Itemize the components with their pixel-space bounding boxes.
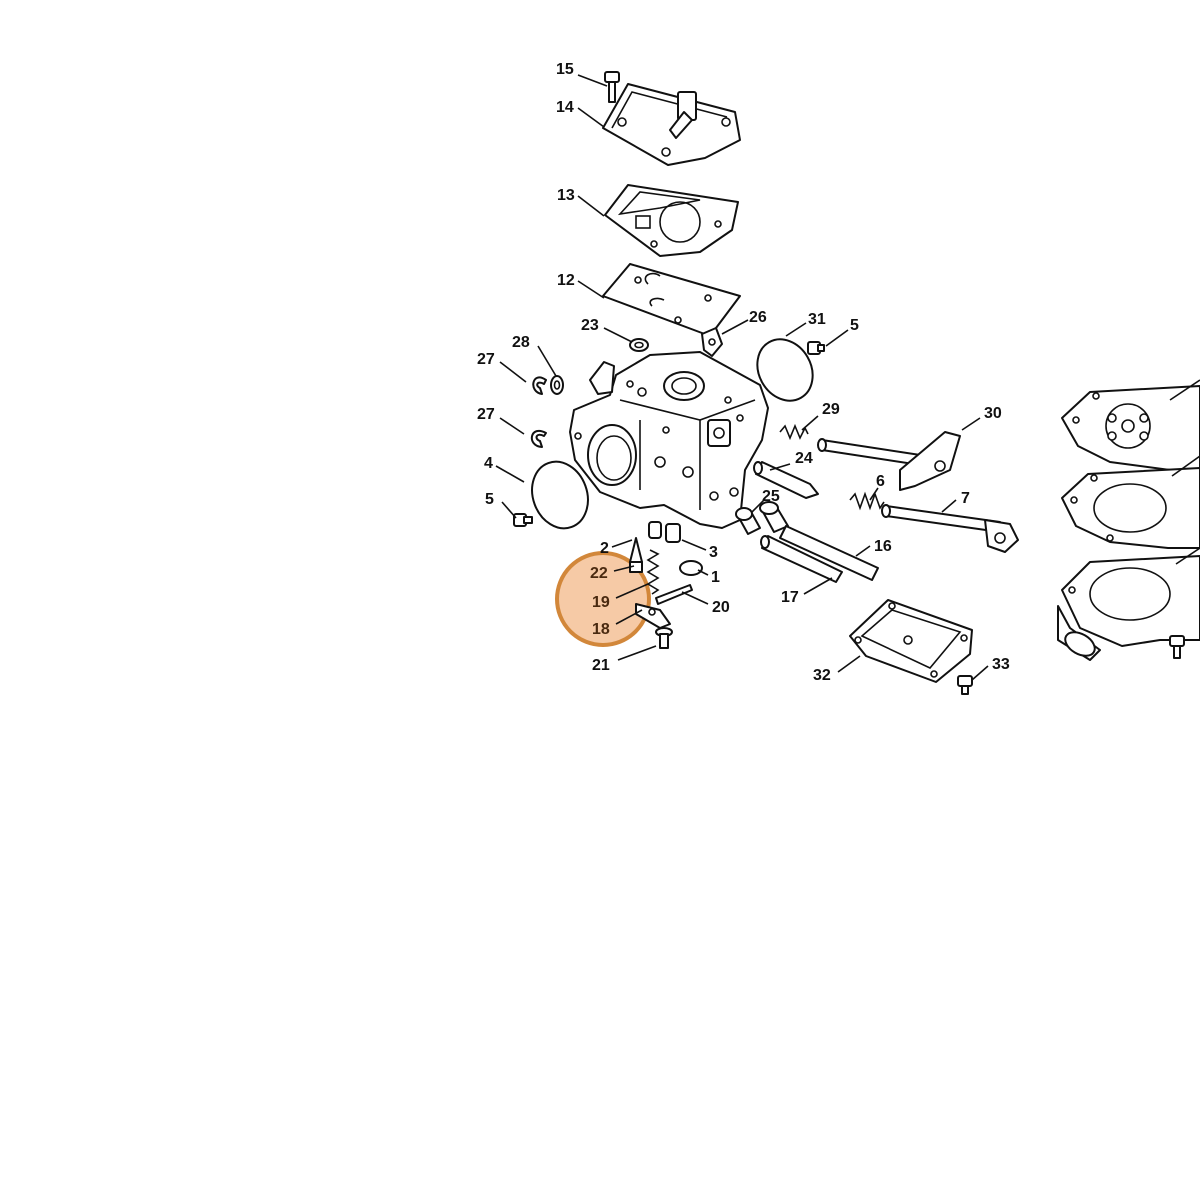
label-17: 17 (781, 589, 799, 606)
part-21-screw[interactable] (655, 627, 673, 649)
part-17-pin[interactable] (760, 535, 843, 583)
part-5-screw-top[interactable] (807, 341, 825, 355)
part-1-disc[interactable] (679, 560, 703, 576)
part-28-washer[interactable] (550, 375, 564, 395)
part-2-plug[interactable] (648, 521, 662, 539)
label-25: 25 (762, 488, 780, 505)
label-26: 26 (749, 309, 767, 326)
part-30-shaft-lever[interactable] (817, 431, 961, 491)
part-5-screw-left[interactable] (513, 513, 533, 527)
label-30: 30 (984, 405, 1002, 422)
label-14: 14 (556, 99, 574, 116)
label-33: 33 (992, 656, 1010, 673)
part-19-spring[interactable] (646, 549, 660, 595)
part-20-pin[interactable] (655, 584, 693, 605)
label-19[interactable]: 19 (592, 594, 610, 611)
leader-lines (495, 74, 1200, 681)
label-18[interactable]: 18 (592, 621, 610, 638)
part-14-pump-cover[interactable] (602, 83, 741, 166)
label-21: 21 (592, 657, 610, 674)
right-gasket-middle[interactable] (1061, 467, 1200, 549)
part-25-sleeves[interactable] (735, 501, 789, 535)
right-screw[interactable] (1169, 635, 1185, 659)
label-2: 2 (600, 540, 609, 557)
label-5-left: 5 (485, 491, 494, 508)
label-13: 13 (557, 187, 575, 204)
label-22[interactable]: 22 (590, 565, 608, 582)
label-27-bottom: 27 (477, 406, 495, 423)
label-12: 12 (557, 272, 575, 289)
label-4: 4 (484, 455, 493, 472)
part-31-disc[interactable] (746, 329, 823, 410)
part-33-screw[interactable] (957, 675, 973, 695)
label-16: 16 (874, 538, 892, 555)
label-32: 32 (813, 667, 831, 684)
label-24: 24 (795, 450, 813, 467)
label-3: 3 (709, 544, 718, 561)
part-4-throttle-disc[interactable] (523, 454, 597, 536)
part-6-spring[interactable] (849, 491, 885, 511)
part-15-screw[interactable] (604, 71, 620, 103)
part-3-plug[interactable] (665, 523, 681, 543)
part-32-cover[interactable] (849, 599, 973, 683)
carburetor-body[interactable] (569, 351, 769, 529)
right-housing[interactable] (1057, 555, 1200, 661)
part-12-diaphragm[interactable] (602, 263, 741, 337)
label-5-top: 5 (850, 317, 859, 334)
part-23-nut[interactable] (629, 338, 649, 352)
part-26-bracket[interactable] (701, 327, 723, 357)
label-15: 15 (556, 61, 574, 78)
label-29: 29 (822, 401, 840, 418)
highlight-circle[interactable] (555, 551, 651, 647)
right-gasket-top[interactable] (1061, 385, 1200, 471)
label-1: 1 (711, 569, 720, 586)
part-13-gasket[interactable] (604, 184, 739, 257)
label-6: 6 (876, 473, 885, 490)
label-28: 28 (512, 334, 530, 351)
part-27-clip-top[interactable] (532, 376, 547, 395)
part-24-needle[interactable] (753, 461, 819, 499)
label-20: 20 (712, 599, 730, 616)
label-31: 31 (808, 311, 826, 328)
part-27-clip-bottom[interactable] (531, 429, 547, 448)
part-7-shaft[interactable] (881, 504, 1019, 553)
label-7: 7 (961, 490, 970, 507)
label-27-top: 27 (477, 351, 495, 368)
part-16-pin[interactable] (779, 525, 879, 581)
label-23: 23 (581, 317, 599, 334)
